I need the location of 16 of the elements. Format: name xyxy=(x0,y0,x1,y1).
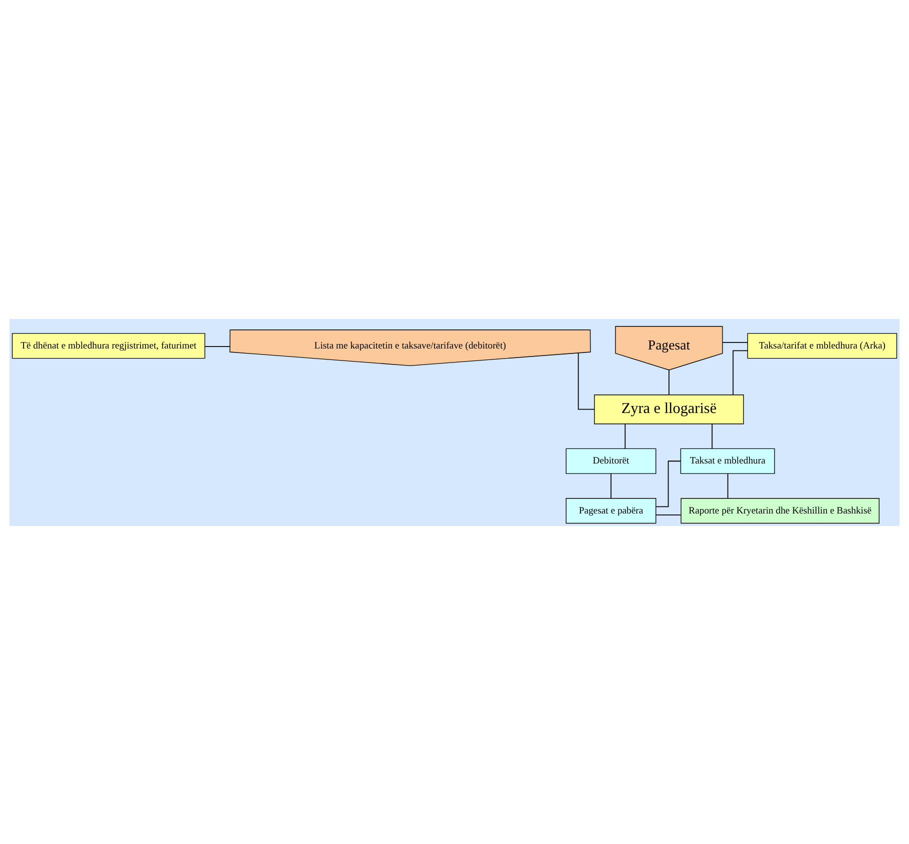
node-box: Pagesat e pabëra xyxy=(566,498,656,524)
connector xyxy=(727,472,728,498)
connector xyxy=(578,352,595,410)
connector xyxy=(655,514,682,515)
node-box: Taksat e mbledhura xyxy=(680,448,775,474)
connector xyxy=(732,350,748,395)
connector xyxy=(722,341,748,342)
connector xyxy=(624,423,626,449)
node-box: Zyra e llogarisë xyxy=(594,394,744,424)
node-box: Taksa/tarifat e mbledhura (Arka) xyxy=(747,332,898,358)
node-box: Debitorët xyxy=(566,448,656,474)
connector xyxy=(610,472,612,498)
connector xyxy=(668,369,670,395)
node-box: Raporte për Kryetarin dhe Këshillin e Bashkisë xyxy=(680,498,880,524)
node-box: Të dhënat e mbledhura regjistrimet, faturimet xyxy=(12,332,206,358)
connector xyxy=(712,423,713,449)
